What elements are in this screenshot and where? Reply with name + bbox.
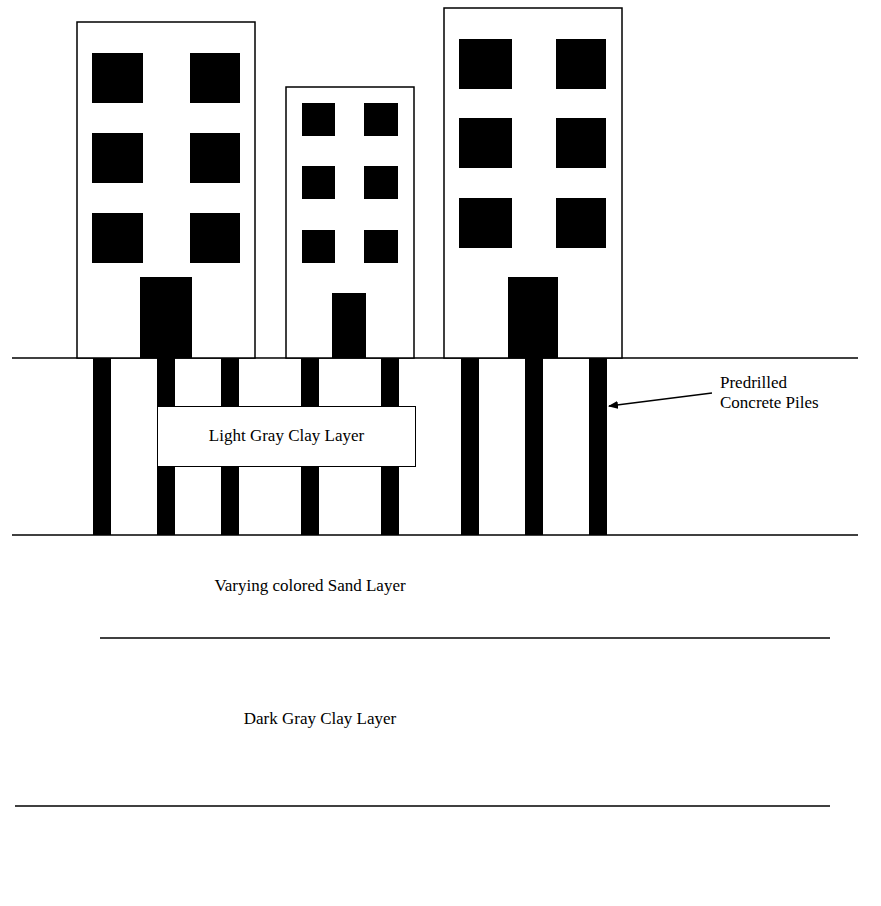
- callout-label: Predrilled Concrete Piles: [720, 373, 840, 414]
- building-left: [77, 22, 255, 358]
- building-right: [444, 8, 622, 358]
- layer-name: Light Gray Clay Layer: [209, 426, 364, 446]
- layer-name: Dark Gray Clay Layer: [160, 709, 480, 729]
- soil-boundaries: [12, 358, 858, 806]
- concrete-piles: [93, 358, 607, 535]
- layer-name: Varying colored Sand Layer: [160, 576, 460, 596]
- building-middle: [286, 87, 414, 358]
- layer-label-box: Light Gray Clay Layer: [157, 406, 416, 467]
- leader-arrow: [609, 393, 712, 406]
